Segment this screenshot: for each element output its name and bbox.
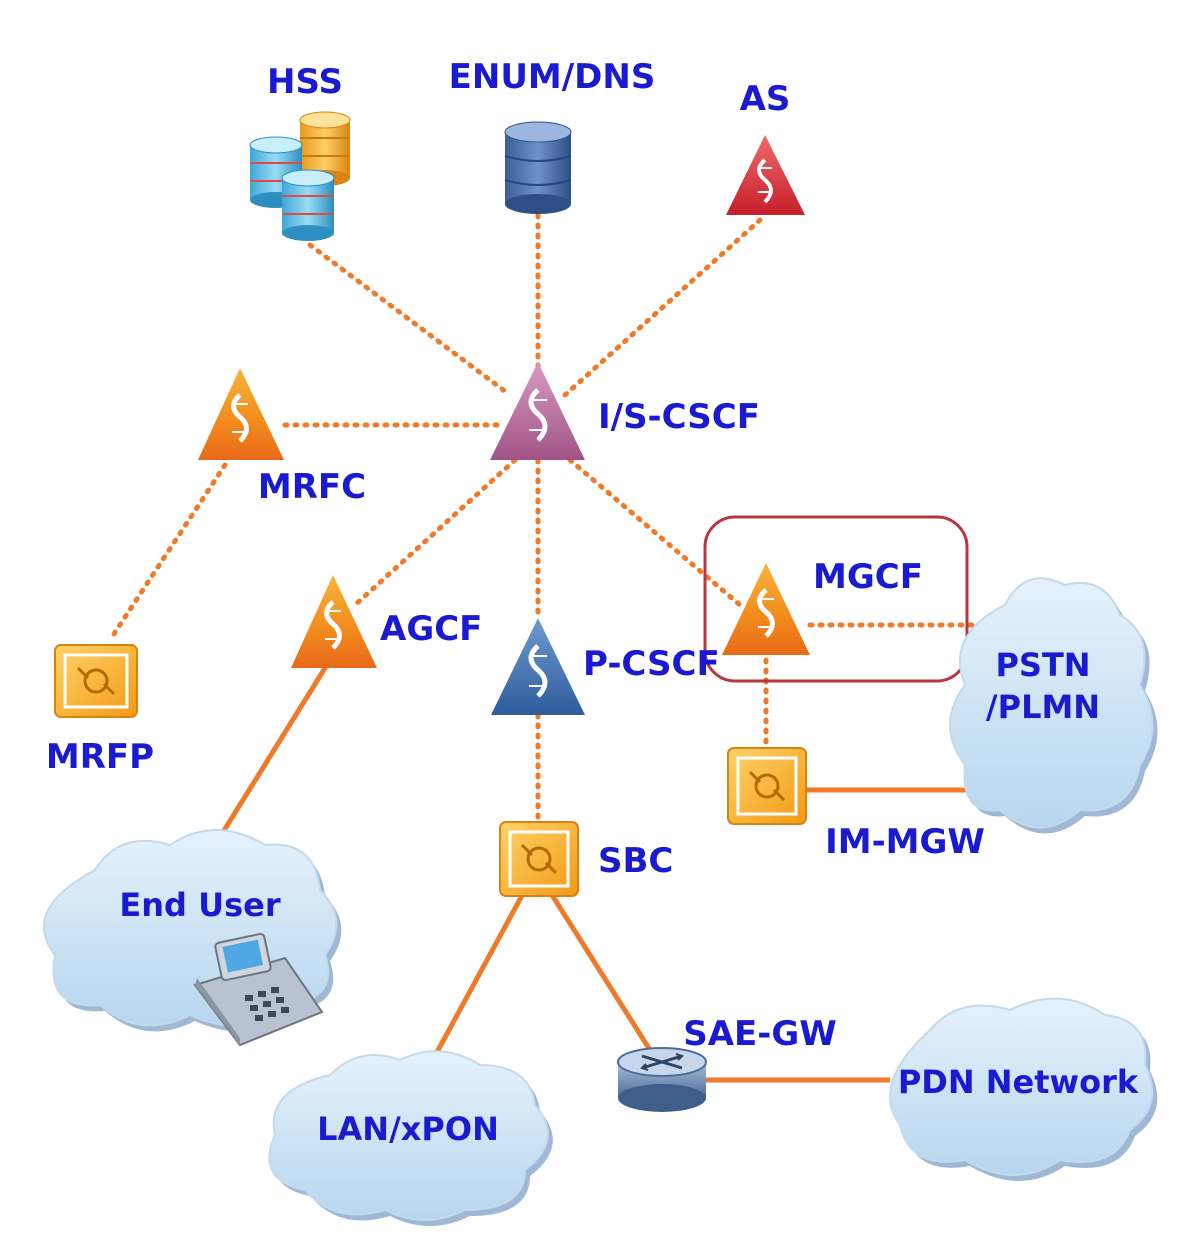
hss-label: HSS: [267, 62, 343, 102]
sae-gw-label: SAE-GW: [683, 1014, 837, 1054]
pstn-label-line2: /PLMN: [986, 688, 1100, 726]
link-iscscf-mgcf: [567, 457, 743, 608]
softswitch-triangle-icon: [291, 575, 377, 668]
p-cscf-node[interactable]: P-CSCF: [491, 618, 720, 715]
p-cscf-label: P-CSCF: [583, 644, 720, 684]
mrfp-label: MRFP: [46, 737, 154, 777]
as-label: AS: [740, 79, 791, 119]
enum-dns-node[interactable]: ENUM/DNS: [449, 57, 656, 214]
im-mgw-node[interactable]: IM-MGW: [727, 747, 985, 862]
softswitch-triangle-icon: [198, 368, 284, 460]
bearer-links: [212, 658, 995, 1083]
pdn-network-cloud[interactable]: PDN Network: [889, 997, 1158, 1181]
mgcf-highlight-box: [703, 515, 969, 683]
router-icon: [617, 1047, 707, 1112]
media-gateway-icon: [499, 821, 579, 897]
softswitch-triangle-icon: [491, 618, 585, 715]
mrfc-node[interactable]: MRFC: [198, 368, 366, 507]
database-icon: [249, 111, 351, 241]
end-user-label: End User: [119, 886, 280, 924]
sbc-node[interactable]: SBC: [499, 821, 673, 897]
enum-dns-label: ENUM/DNS: [449, 57, 656, 97]
link-mrfc-mrfp: [107, 462, 228, 643]
sbc-label: SBC: [598, 841, 673, 881]
phone-icon: [193, 932, 324, 1047]
link-sbc-lan: [427, 888, 528, 1067]
media-gateway-icon: [54, 644, 138, 718]
softswitch-triangle-icon: [490, 362, 585, 460]
agcf-label: AGCF: [380, 609, 482, 649]
mrfc-label: MRFC: [258, 467, 366, 507]
pstn-label-line1: PSTN: [995, 646, 1090, 684]
pdn-network-label: PDN Network: [898, 1063, 1139, 1101]
link-agcf-enduser: [212, 658, 333, 847]
is-cscf-label: I/S-CSCF: [598, 397, 760, 437]
link-hss-iscscf: [307, 242, 513, 398]
agcf-node[interactable]: AGCF: [291, 575, 482, 668]
mgcf-node[interactable]: MGCF: [722, 557, 923, 655]
im-mgw-label: IM-MGW: [825, 822, 985, 862]
is-cscf-node[interactable]: I/S-CSCF: [490, 362, 760, 460]
database-icon: [504, 121, 572, 214]
pstn-plmn-cloud[interactable]: PSTN /PLMN: [949, 577, 1158, 834]
softswitch-triangle-icon: [722, 563, 810, 655]
lan-xpon-cloud[interactable]: LAN/xPON: [268, 1050, 553, 1226]
softswitch-triangle-icon: [726, 135, 805, 215]
mrfp-node[interactable]: MRFP: [46, 644, 154, 777]
signalling-links: [107, 212, 993, 823]
as-node[interactable]: AS: [726, 79, 805, 215]
lan-xpon-label: LAN/xPON: [317, 1110, 499, 1148]
media-gateway-icon: [727, 747, 807, 825]
link-sbc-saegw: [549, 893, 653, 1052]
mgcf-label: MGCF: [813, 557, 923, 597]
link-as-iscscf: [562, 217, 763, 398]
sae-gw-node[interactable]: SAE-GW: [617, 1014, 837, 1112]
link-iscscf-agcf: [352, 457, 518, 608]
hss-node[interactable]: HSS: [249, 62, 351, 241]
